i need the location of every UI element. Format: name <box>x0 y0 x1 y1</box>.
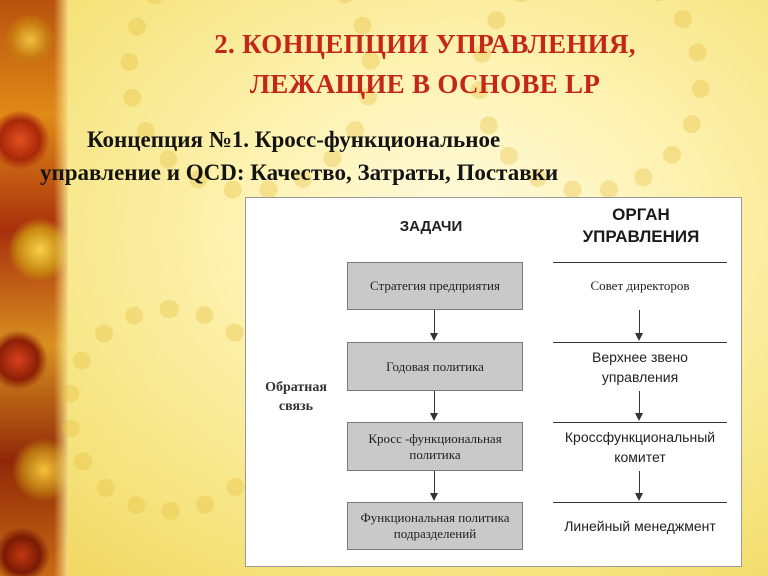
task-box-text-line1: Кросс -функциональная <box>368 430 502 446</box>
flow-arrow <box>635 471 643 501</box>
decorative-gear-strip <box>0 0 68 576</box>
management-body-column-header: ОРГАН УПРАВЛЕНИЯ <box>551 204 731 248</box>
management-diagram: ЗАДАЧИ ОРГАН УПРАВЛЕНИЯ Обратная связь С… <box>245 197 742 567</box>
slide-title-line1: 2. КОНЦЕПЦИИ УПРАВЛЕНИЯ, <box>214 29 636 59</box>
task-box-text-line1: Функциональная политика <box>360 510 510 525</box>
body-text-line2: управления <box>601 368 679 385</box>
flow-arrow <box>635 391 643 421</box>
management-body-header-line2: УПРАВЛЕНИЯ <box>582 227 700 246</box>
body-board-of-directors: Совет директоров <box>553 262 727 308</box>
feedback-label-line2: связь <box>278 399 314 414</box>
body-text-line2: комитет <box>614 448 666 465</box>
task-box-strategy: Стратегия предприятия <box>347 262 523 310</box>
flow-arrow <box>430 310 438 341</box>
body-text: Совет директоров <box>590 277 690 293</box>
slide-title-line2: ЛЕЖАЩИЕ В ОСНОВЕ LP <box>249 69 601 99</box>
body-text-line1: Верхнее звено <box>592 348 688 365</box>
body-line-management: Линейный менеджмент <box>553 502 727 548</box>
flow-arrow <box>430 391 438 421</box>
task-box-text-line2: политика <box>409 446 461 462</box>
flow-arrow <box>635 310 643 341</box>
management-body-header-line1: ОРГАН <box>612 205 670 224</box>
body-text-line1: Кроссфункциональный <box>564 428 716 445</box>
task-box-text: Стратегия предприятия <box>370 278 500 293</box>
slide-subtitle-line1: Концепция №1. Кросс-функциональное <box>87 127 501 152</box>
slide-title: 2. КОНЦЕПЦИИ УПРАВЛЕНИЯ, ЛЕЖАЩИЕ В ОСНОВ… <box>110 24 740 104</box>
body-cross-functional-committee: Кроссфункциональный комитет <box>553 422 727 470</box>
feedback-label-line1: Обратная <box>265 380 327 395</box>
tasks-column-header: ЗАДАЧИ <box>399 218 463 235</box>
body-top-management: Верхнее звено управления <box>553 342 727 390</box>
feedback-label: Обратная связь <box>256 378 336 416</box>
body-text: Линейный менеджмент <box>564 517 716 534</box>
task-box-cross-functional-policy: Кросс -функциональная политика <box>347 422 523 471</box>
flow-arrow <box>430 471 438 501</box>
task-box-annual-policy: Годовая политика <box>347 342 523 391</box>
task-box-text-line2: подразделений <box>393 526 477 541</box>
task-box-text: Годовая политика <box>386 358 484 374</box>
task-box-department-policy: Функциональная политика подразделений <box>347 502 523 550</box>
slide-subtitle-line2: управление и QCD: Качество, Затраты, Пос… <box>40 160 559 185</box>
slide-subtitle: Концепция №1. Кросс-функциональное управ… <box>40 123 760 189</box>
